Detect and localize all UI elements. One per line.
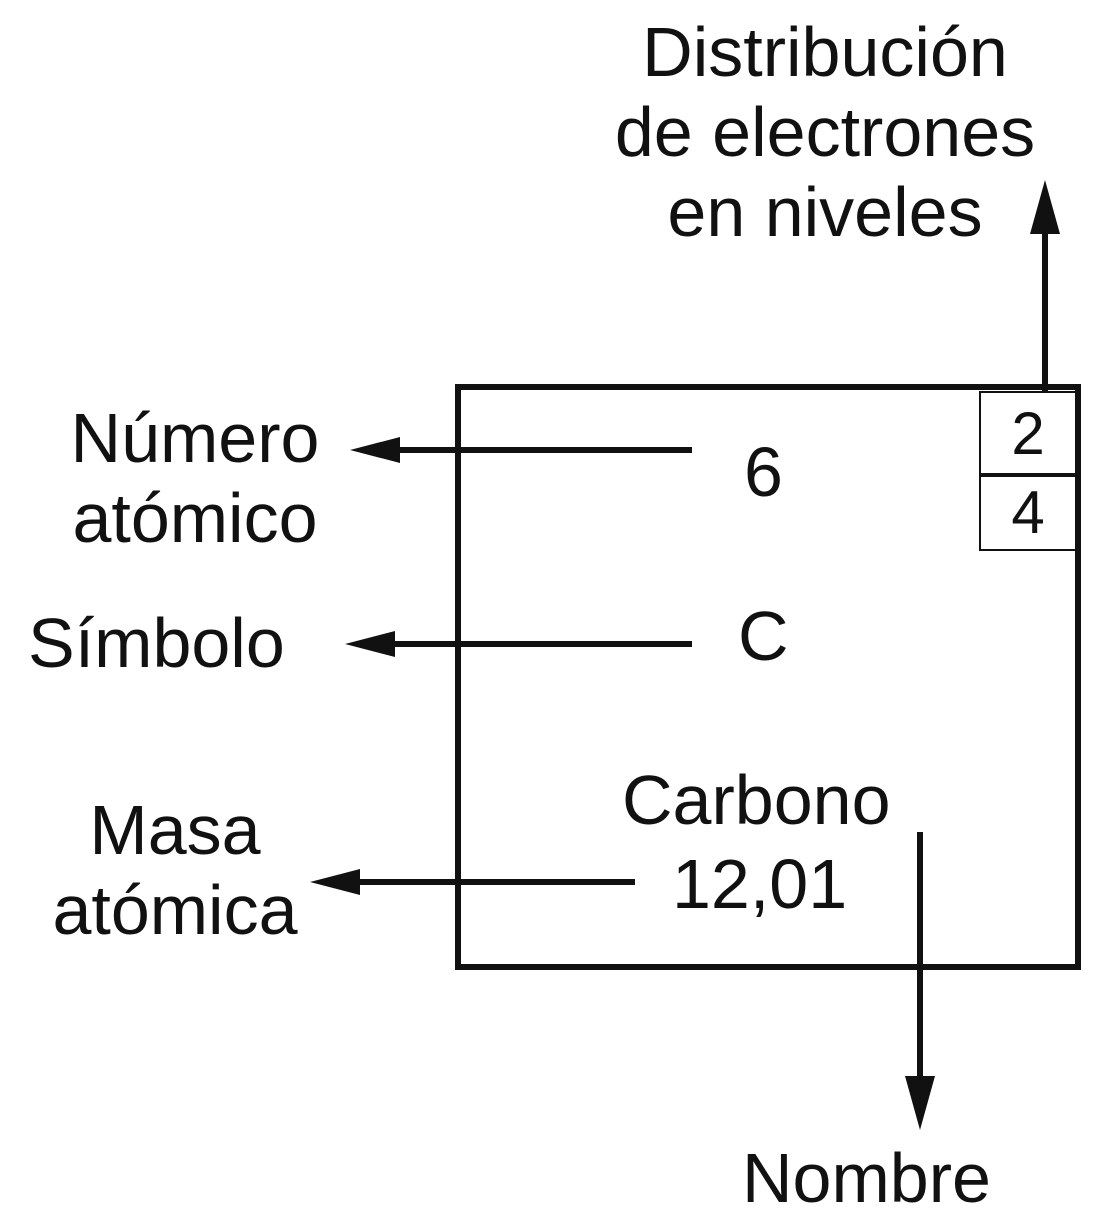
label-symbol: Símbolo [28, 603, 285, 683]
arrow-atomic-mass-head [310, 869, 360, 895]
element-mass-text: 12,01 [672, 845, 848, 923]
label-name-text: Nombre [742, 1139, 991, 1217]
element-atomic-number: 6 [744, 432, 783, 512]
label-symbol-text: Símbolo [28, 604, 285, 682]
label-atomic-mass-line-2: atómica [52, 871, 298, 949]
label-name: Nombre [742, 1138, 991, 1218]
element-atomic-number-text: 6 [744, 433, 783, 511]
label-atomic-mass: Masa atómica [20, 790, 330, 950]
label-atomic-number: Número atómico [40, 398, 350, 558]
element-symbol: C [738, 596, 789, 676]
shell-cell-1-box [979, 391, 1077, 475]
shell-cell-2: 4 [980, 477, 1076, 549]
shell-cell-2-text: 4 [1011, 479, 1045, 546]
label-atomic-mass-line-1: Masa [89, 791, 261, 869]
element-symbol-text: C [738, 597, 789, 675]
element-name-text: Carbono [622, 761, 891, 839]
label-distribution-line-2: de electrones [614, 93, 1036, 171]
label-atomic-number-line-2: atómico [72, 479, 318, 557]
shell-cell-1: 2 [980, 398, 1076, 470]
shell-cell-1-text: 2 [1011, 400, 1045, 467]
arrow-name-head [905, 1076, 935, 1130]
label-distribution-line-3: en niveles [667, 173, 983, 251]
label-distribution: Distribución de electrones en niveles [582, 12, 1068, 252]
element-name: Carbono [622, 760, 891, 840]
arrow-distribution-head [1030, 180, 1060, 234]
label-distribution-line-1: Distribución [642, 13, 1008, 91]
arrow-atomic-number-head [350, 437, 400, 463]
arrow-symbol-head [345, 631, 395, 657]
label-atomic-number-line-1: Número [70, 399, 320, 477]
element-mass: 12,01 [672, 844, 847, 924]
element-box [455, 384, 1081, 970]
shell-cell-2-box [979, 475, 1077, 551]
